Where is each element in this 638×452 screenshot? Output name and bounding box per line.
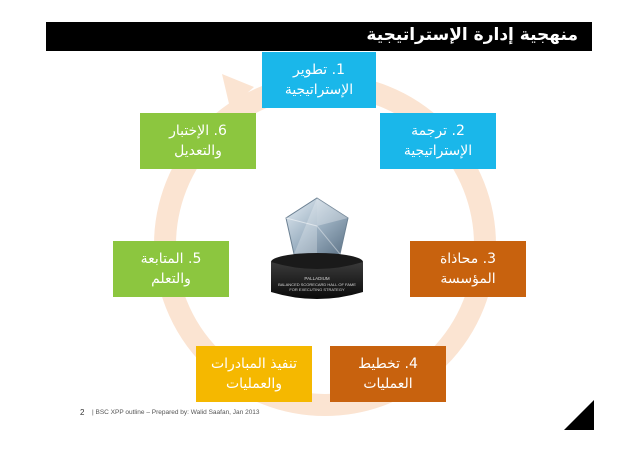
step-line2: العمليات [363, 376, 413, 392]
step-number: 5. [188, 251, 202, 267]
step-line2: والتعديل [174, 143, 222, 159]
step-line1: ترجمة [411, 123, 448, 139]
step-number: 1. [331, 62, 346, 78]
step-number: 6. [213, 123, 227, 139]
step-number: 4. [404, 356, 418, 372]
step-line1: الإختبار [169, 123, 210, 139]
step-line2: الإستراتيجية [403, 143, 473, 159]
trophy-icon: PALLADIUM BALANCED SCORECARD HALL OF FAM… [271, 197, 363, 299]
step-execute-initiatives: تنفيذ المبادرات والعمليات [196, 346, 312, 402]
step-line1: محاذاة [439, 251, 479, 267]
step-monitor-learn: 5. المتابعة والتعلم [113, 241, 229, 297]
step-align-organization: 3. محاذاة المؤسسة [410, 241, 526, 297]
step-line2: المؤسسة [440, 271, 496, 287]
step-line2: والعمليات [225, 376, 283, 392]
step-develop-strategy: 1. تطوير الإستراتيجية [262, 52, 376, 108]
step-translate-strategy: 2. ترجمة الإستراتيجية [380, 113, 496, 169]
step-number: 2. [451, 123, 465, 139]
plaque-line1: PALLADIUM [304, 276, 329, 281]
step-test-adapt: 6. الإختبار والتعديل [140, 113, 256, 169]
step-line1: تطوير [292, 62, 328, 78]
step-line1: تنفيذ المبادرات [210, 356, 298, 372]
plaque-line2: BALANCED SCORECARD HALL OF FAME [278, 282, 356, 287]
step-line2: الإستراتيجية [284, 82, 354, 98]
step-line1: المتابعة [140, 251, 184, 267]
page-number: 2 [80, 408, 85, 417]
step-plan-operations: 4. تخطيط العمليات [330, 346, 446, 402]
title-bar: منهجية إدارة الإستراتيجية [46, 22, 592, 51]
corner-triangle-icon [564, 400, 594, 430]
slide-title: منهجية إدارة الإستراتيجية [366, 25, 578, 45]
footer-text: | BSC XPP outline – Prepared by: Walid S… [92, 409, 260, 416]
plaque-line3: FOR EXECUTING STRATEGY [289, 287, 345, 292]
cycle-arrowhead-icon [222, 74, 254, 108]
step-line1: تخطيط [358, 356, 401, 372]
step-number: 3. [482, 251, 497, 267]
step-line2: والتعلم [151, 271, 191, 287]
